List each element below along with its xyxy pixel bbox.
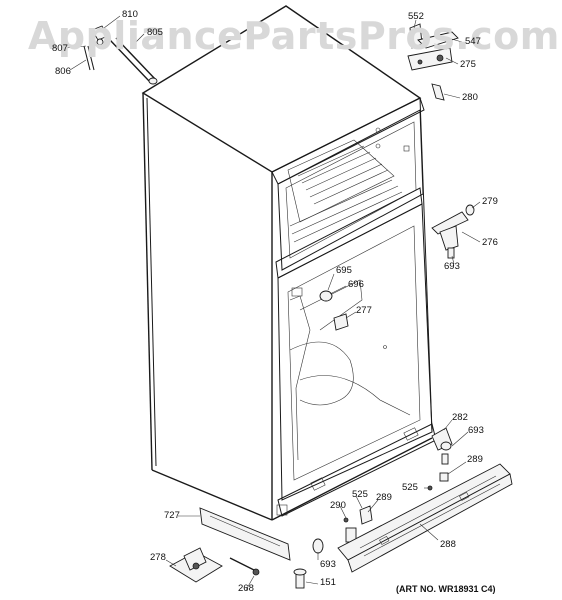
callout-695[interactable]: 695 [336, 265, 352, 276]
callout-275[interactable]: 275 [460, 59, 476, 70]
callout-282[interactable]: 282 [452, 412, 468, 423]
callout-151[interactable]: 151 [320, 577, 336, 588]
callout-280[interactable]: 280 [462, 92, 478, 103]
callout-289-left[interactable]: 289 [376, 492, 392, 503]
callout-277[interactable]: 277 [356, 305, 372, 316]
callout-810[interactable]: 810 [122, 9, 138, 20]
callout-268[interactable]: 268 [238, 583, 254, 594]
callout-693-hinge[interactable]: 693 [444, 261, 460, 272]
callout-552[interactable]: 552 [408, 11, 424, 22]
callout-276[interactable]: 276 [482, 237, 498, 248]
callout-289-right[interactable]: 289 [467, 454, 483, 465]
callout-696[interactable]: 696 [348, 279, 364, 290]
callout-290[interactable]: 290 [330, 500, 346, 511]
callout-807[interactable]: 807 [52, 43, 68, 54]
callout-693-bottom[interactable]: 693 [320, 559, 336, 570]
grille-part [337, 463, 513, 573]
cabinet-outline [141, 5, 437, 521]
watermark-text: AppliancePartsPros.com [28, 14, 560, 58]
freezer-shelf [287, 139, 403, 243]
callout-288[interactable]: 288 [440, 539, 456, 550]
callout-525-left[interactable]: 525 [352, 489, 368, 500]
callout-547[interactable]: 547 [465, 36, 481, 47]
callout-805[interactable]: 805 [147, 27, 163, 38]
callout-806[interactable]: 806 [55, 66, 71, 77]
leader-lines [65, 15, 481, 591]
callout-525-right[interactable]: 525 [402, 482, 418, 493]
callout-278[interactable]: 278 [150, 552, 166, 563]
callout-727[interactable]: 727 [164, 510, 180, 521]
art-number: (ART NO. WR18931 C4) [396, 584, 496, 594]
callout-693-right[interactable]: 693 [468, 425, 484, 436]
callout-279[interactable]: 279 [482, 196, 498, 207]
part-drawings [83, 23, 513, 589]
